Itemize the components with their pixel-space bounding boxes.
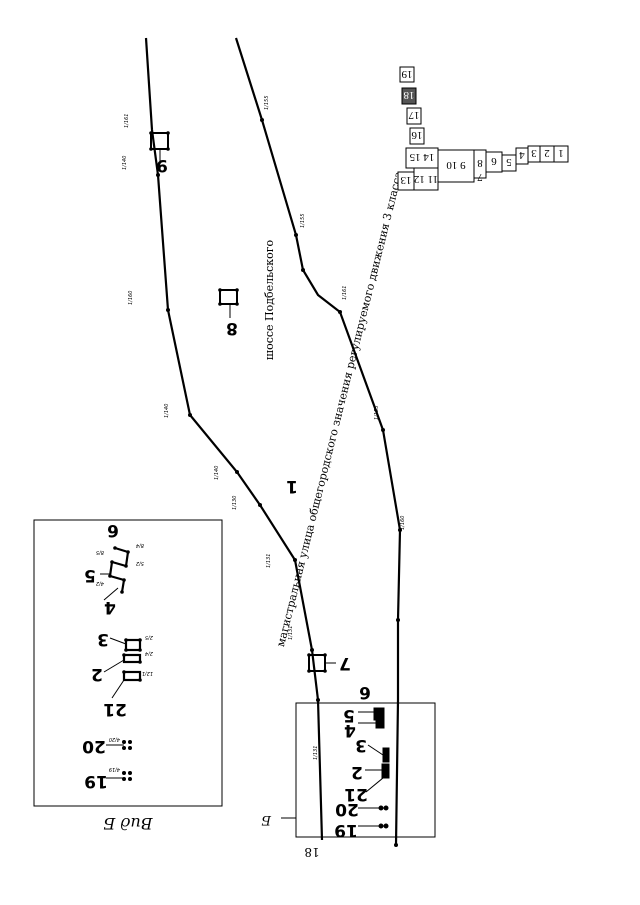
inset-leaders (100, 573, 127, 779)
svg-text:1/155: 1/155 (264, 96, 270, 110)
detail-number-4: 4 (344, 720, 356, 740)
svg-text:1/161: 1/161 (342, 286, 348, 300)
svg-text:1/131: 1/131 (266, 554, 272, 568)
detail-plots (373, 707, 390, 829)
inset-points (108, 546, 142, 781)
sheet-index (397, 66, 569, 191)
detail-frame-b (295, 702, 436, 838)
svg-text:3: 3 (531, 147, 537, 159)
svg-text:1/155: 1/155 (374, 406, 380, 420)
svg-text:11 12: 11 12 (414, 173, 438, 185)
inset-frame (33, 519, 223, 807)
svg-text:8/4: 8/4 (136, 542, 144, 548)
svg-text:16: 16 (411, 129, 423, 141)
inset-number-3: 3 (97, 629, 109, 649)
point-labels: 1/161 1/140 1/160 1/140 1/140 1/130 1/13… (122, 96, 406, 760)
inset-number-6: 6 (107, 520, 119, 540)
detail-leaders (358, 711, 384, 827)
svg-text:1/131: 1/131 (313, 746, 319, 760)
detail-marker-label: Б (261, 812, 272, 827)
svg-text:2/4: 2/4 (145, 650, 153, 656)
svg-text:9 10: 9 10 (446, 159, 466, 171)
road-label-class: магистральная улица общегородского значе… (274, 170, 405, 648)
inset-point-labels: 8/5 8/4 5/2 4/2 2/5 2/4 12/1 4/20 4/19 (96, 542, 153, 772)
plot-8-corners (218, 288, 239, 306)
svg-text:1/130: 1/130 (232, 496, 238, 510)
road-vertices (156, 118, 402, 847)
area-number: 1 (286, 476, 298, 496)
svg-text:1/140: 1/140 (164, 404, 170, 418)
svg-text:1/160: 1/160 (400, 516, 406, 530)
detail-number-3: 3 (355, 735, 367, 755)
inset-number-2: 2 (91, 664, 103, 684)
svg-text:8/5: 8/5 (96, 549, 104, 555)
svg-text:1/160: 1/160 (128, 291, 134, 305)
inset-number-5: 5 (84, 565, 96, 585)
svg-text:4/2: 4/2 (96, 580, 104, 586)
svg-text:17: 17 (408, 109, 420, 121)
page-number: 18 (304, 845, 319, 859)
svg-text:14 15: 14 15 (409, 151, 434, 163)
plot-7-number: 7 (339, 653, 351, 673)
detail-number-20: 20 (335, 799, 359, 819)
svg-text:1/131: 1/131 (288, 626, 294, 640)
plot-7-outline (308, 654, 326, 672)
svg-text:5/2: 5/2 (136, 560, 144, 566)
svg-text:5: 5 (506, 156, 512, 168)
inset-numbers: 6 5 4 3 2 21 20 19 (82, 520, 127, 791)
svg-text:13: 13 (400, 174, 412, 186)
svg-text:6: 6 (491, 155, 497, 167)
svg-text:1: 1 (558, 147, 564, 159)
plot-7-corners (307, 653, 327, 673)
detail-number-2: 2 (351, 762, 363, 782)
plot-9-corners (149, 131, 170, 151)
road-label-podbelskogo: шоссе Подбельского (263, 239, 276, 360)
inset-title: Вид Б (103, 814, 153, 833)
svg-text:12/1: 12/1 (142, 670, 153, 676)
plot-8-number: 8 (226, 318, 238, 338)
svg-text:4/19: 4/19 (109, 766, 120, 772)
svg-text:8: 8 (477, 157, 483, 169)
svg-text:1/155: 1/155 (300, 214, 306, 228)
detail-number-6: 6 (359, 682, 371, 702)
svg-text:7: 7 (477, 171, 483, 183)
svg-text:1/140: 1/140 (122, 156, 128, 170)
detail-number-21: 21 (344, 784, 368, 804)
inset-number-4: 4 (104, 597, 116, 617)
svg-text:4/20: 4/20 (109, 736, 120, 742)
svg-text:1/161: 1/161 (124, 114, 130, 128)
inset-number-21: 21 (103, 699, 127, 719)
plot-9-number: 9 (156, 155, 168, 175)
svg-text:4: 4 (519, 149, 525, 161)
svg-text:2/5: 2/5 (145, 634, 153, 640)
detail-numbers: 6 5 4 3 2 21 20 19 (334, 682, 371, 840)
detail-number-5: 5 (343, 705, 355, 725)
plot-8-outline (219, 289, 238, 305)
svg-text:18: 18 (403, 89, 415, 101)
svg-text:19: 19 (401, 68, 413, 80)
inset-number-20: 20 (82, 736, 106, 756)
svg-text:1/140: 1/140 (214, 466, 220, 480)
detail-number-19: 19 (334, 820, 358, 840)
svg-text:2: 2 (544, 147, 550, 159)
inset-number-19: 19 (84, 771, 108, 791)
sheet-index-labels: 19 18 17 16 14 15 9 10 8 6 5 4 3 2 1 11 … (400, 68, 564, 186)
